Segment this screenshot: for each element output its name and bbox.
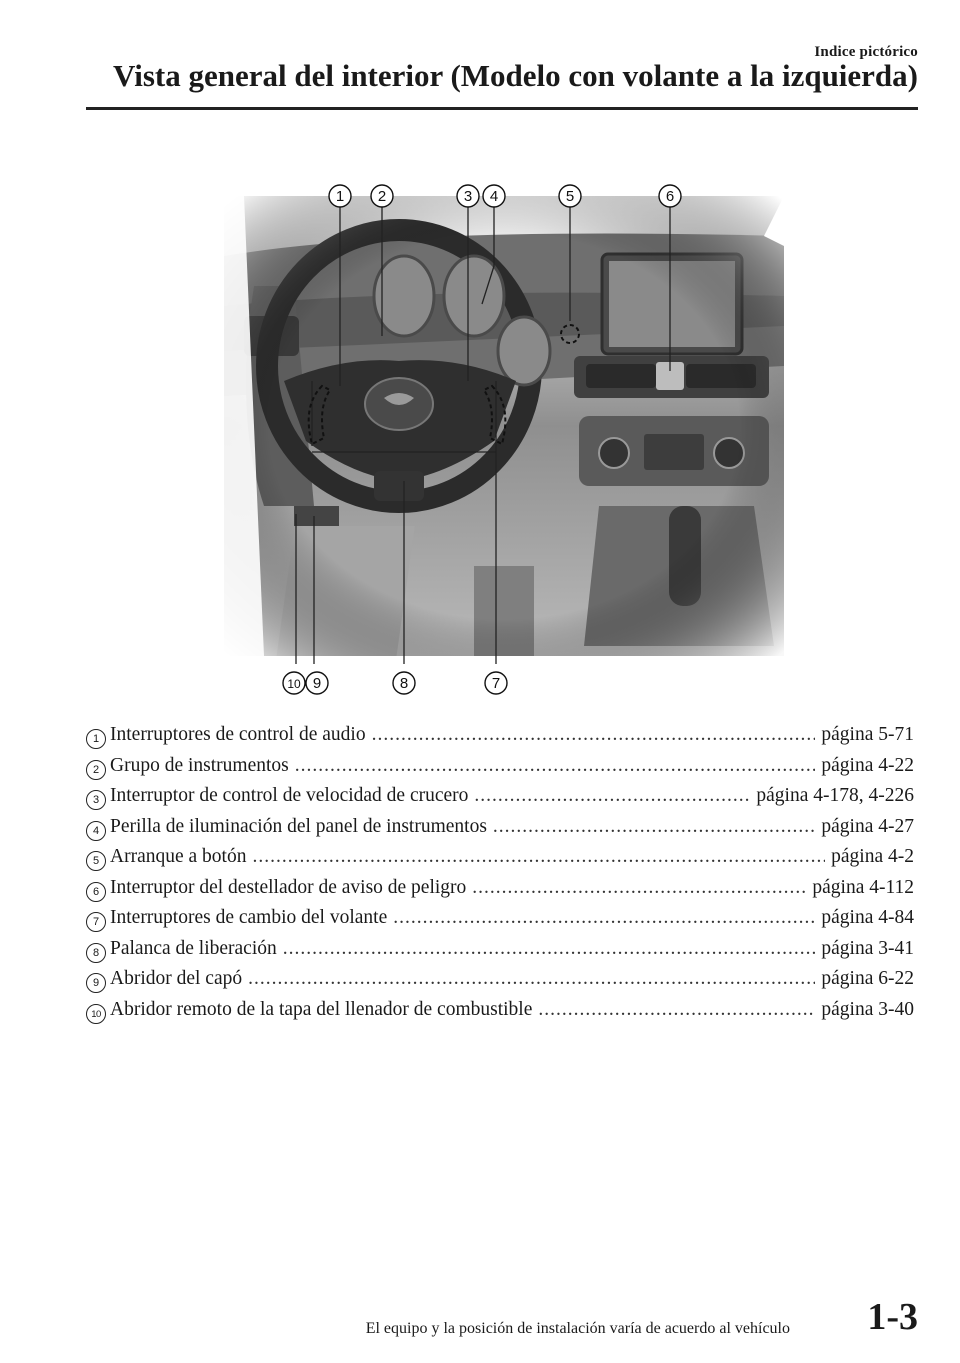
item-number: 10 xyxy=(86,1004,106,1024)
svg-text:5: 5 xyxy=(566,188,574,205)
section-label: Indice pictórico xyxy=(814,44,918,60)
leader-dots xyxy=(472,877,806,899)
page-reference: página 4-22 xyxy=(821,754,914,776)
svg-text:1: 1 xyxy=(336,188,344,205)
callout-5: 5 xyxy=(558,184,582,208)
callout-7: 7 xyxy=(484,671,508,695)
callout-2: 2 xyxy=(370,184,394,208)
item-number: 8 xyxy=(86,942,106,963)
item-label: Abridor del capó xyxy=(110,968,243,989)
item-number: 2 xyxy=(86,759,106,780)
item-label: Interruptores de cambio del volante xyxy=(110,907,388,928)
page-reference: página 4-2 xyxy=(831,846,914,867)
leader-dots xyxy=(372,724,816,746)
svg-text:4: 4 xyxy=(490,188,498,205)
page-number: 1-3 xyxy=(867,1296,918,1338)
item-label: Abridor remoto de la tapa del llenador d… xyxy=(110,998,533,1020)
svg-text:2: 2 xyxy=(378,188,386,205)
callout-numbers: 1 2 3 4 5 6 10 9 8 7 xyxy=(282,184,682,695)
list-item: 10 Abridor remoto de la tapa del llenado… xyxy=(86,999,914,1030)
page-reference: página 6-22 xyxy=(821,968,914,989)
page-title: Vista general del interior (Modelo con v… xyxy=(112,58,918,93)
item-number: 7 xyxy=(86,912,106,932)
photo-area xyxy=(224,196,784,656)
page-reference: página 4-178, 4-226 xyxy=(756,785,914,806)
item-number: 1 xyxy=(86,729,106,749)
dashed-marks xyxy=(307,324,580,446)
callout-1: 1 xyxy=(328,184,352,208)
callout-8: 8 xyxy=(392,671,416,695)
svg-text:7: 7 xyxy=(492,675,500,692)
item-label: Interruptor del destellador de aviso de … xyxy=(110,876,467,898)
leader-dots xyxy=(295,755,816,777)
item-label: Grupo de instrumentos xyxy=(110,754,289,776)
item-list: 1 Interruptores de control de audio pági… xyxy=(86,724,914,1029)
leader-dots xyxy=(474,785,750,807)
item-number: 9 xyxy=(86,973,106,993)
leader-lines xyxy=(295,206,671,664)
item-label: Interruptor de control de velocidad de c… xyxy=(110,785,469,806)
list-item: 9 Abridor del capó página 6-22 xyxy=(86,968,914,999)
callout-6: 6 xyxy=(658,184,682,208)
list-item: 6 Interruptor del destellador de aviso d… xyxy=(86,877,914,908)
list-item: 2 Grupo de instrumentos página 4-22 xyxy=(86,755,914,786)
svg-text:9: 9 xyxy=(313,675,321,692)
page-reference: página 3-40 xyxy=(821,998,914,1020)
item-number: 6 xyxy=(86,881,106,902)
callout-3: 3 xyxy=(456,184,480,208)
page-reference: página 4-27 xyxy=(821,815,914,837)
item-number: 3 xyxy=(86,790,106,810)
footer-note: El equipo y la posición de instalación v… xyxy=(365,1320,790,1337)
vignette xyxy=(224,196,784,656)
item-label: Perilla de iluminación del panel de inst… xyxy=(110,815,487,837)
list-item: 7 Interruptores de cambio del volante pá… xyxy=(86,907,914,938)
list-item: 8 Palanca de liberación página 3-41 xyxy=(86,938,914,969)
svg-text:3: 3 xyxy=(464,188,472,205)
leader-dots xyxy=(393,907,815,929)
svg-text:10: 10 xyxy=(287,677,301,691)
callout-10: 10 xyxy=(282,671,306,695)
page-reference: página 5-71 xyxy=(821,724,914,745)
item-label: Interruptores de control de audio xyxy=(110,724,366,745)
dashboard-illustration: 1 2 3 4 5 6 10 9 8 7 xyxy=(224,184,784,695)
leader-dots xyxy=(248,968,815,990)
list-item: 4 Perilla de iluminación del panel de in… xyxy=(86,816,914,847)
list-item: 3 Interruptor de control de velocidad de… xyxy=(86,785,914,816)
item-label: Palanca de liberación xyxy=(110,937,277,959)
list-item: 5 Arranque a botón página 4-2 xyxy=(86,846,914,877)
leader-dots xyxy=(538,999,815,1021)
leader-dots xyxy=(252,846,825,868)
title-rule xyxy=(86,107,918,110)
callout-9: 9 xyxy=(305,671,329,695)
svg-text:6: 6 xyxy=(666,188,674,205)
item-label: Arranque a botón xyxy=(110,846,247,867)
page-reference: página 4-84 xyxy=(821,907,914,928)
item-number: 4 xyxy=(86,820,106,841)
item-number: 5 xyxy=(86,851,106,871)
callout-4: 4 xyxy=(482,184,506,208)
svg-text:8: 8 xyxy=(400,675,408,692)
leader-dots xyxy=(283,938,816,960)
page-reference: página 3-41 xyxy=(821,937,914,959)
leader-dots xyxy=(493,816,815,838)
list-item: 1 Interruptores de control de audio pági… xyxy=(86,724,914,755)
page-reference: página 4-112 xyxy=(812,876,914,898)
